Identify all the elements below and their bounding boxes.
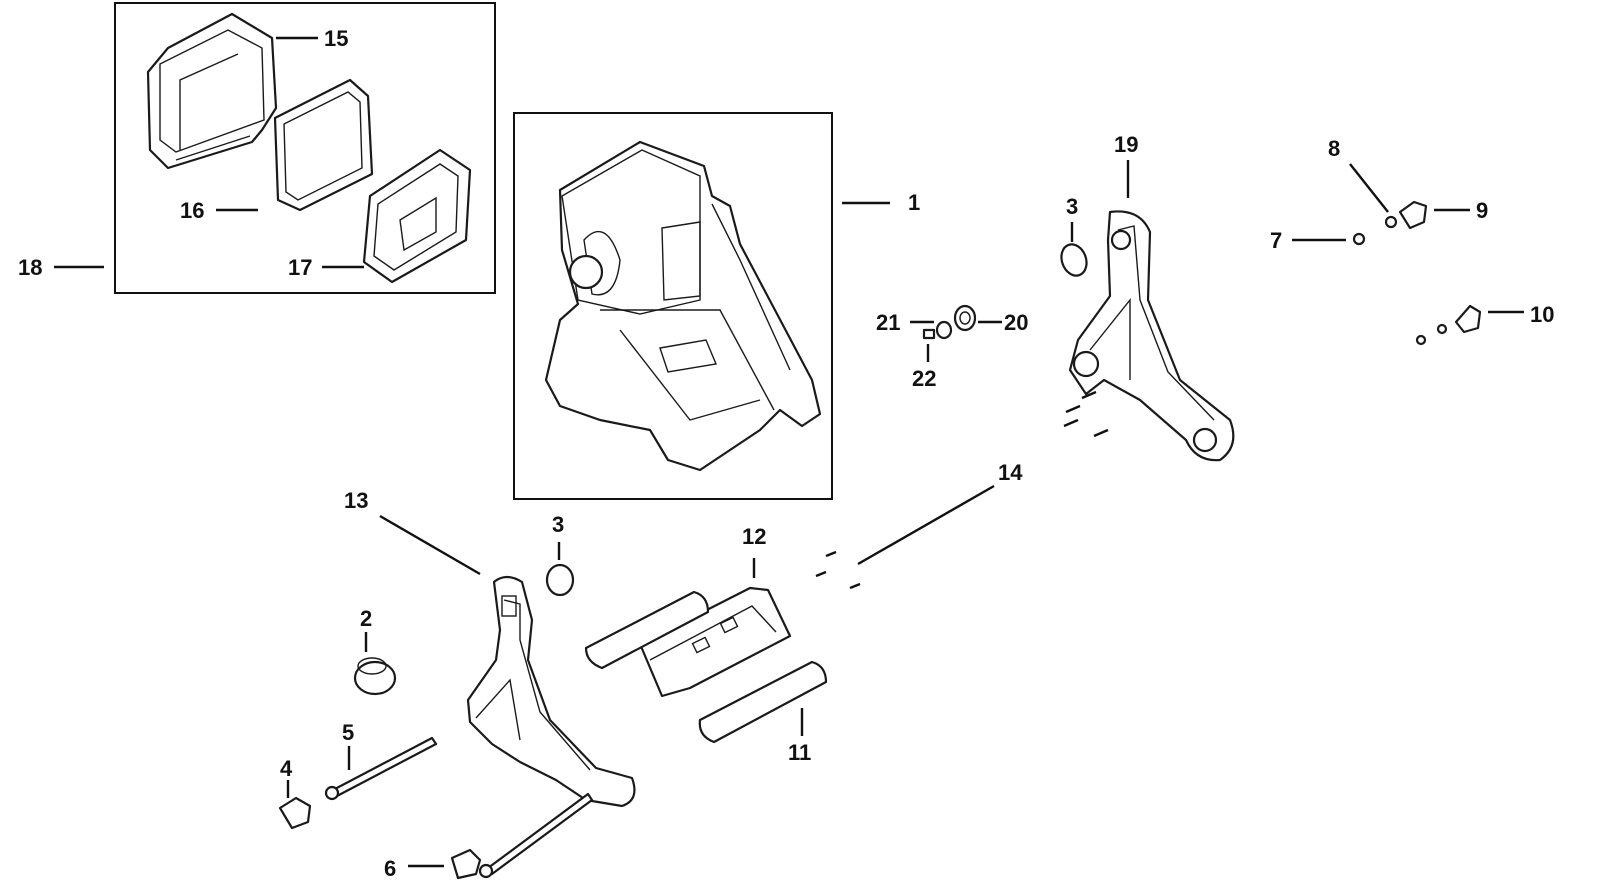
part-1-work-light-assembly — [544, 140, 822, 472]
part-9-clip — [1398, 200, 1428, 230]
callout-16: 16 — [180, 198, 204, 223]
part-2-knob — [353, 657, 397, 696]
part-7-washer — [1352, 232, 1366, 246]
callout-1: 1 — [908, 190, 920, 215]
part-14-screws-upper — [1063, 390, 1109, 438]
part-17-lens — [362, 148, 472, 284]
part-5-bolt — [324, 736, 438, 801]
part-16-gasket-frame — [273, 78, 374, 212]
part-22-screw — [922, 328, 936, 340]
callout-14: 14 — [998, 460, 1023, 485]
part-13-left-frame — [466, 575, 636, 808]
part-19-right-frame — [1068, 210, 1235, 462]
part-4-cap — [278, 796, 312, 830]
part-3-o-ring-upper — [1060, 243, 1088, 277]
part-20-washer — [953, 304, 977, 332]
part-21-washer — [935, 320, 953, 340]
callout-3-lower: 3 — [552, 512, 564, 537]
callout-9: 9 — [1476, 198, 1488, 223]
callout-6: 6 — [384, 856, 396, 881]
callout-12: 12 — [742, 524, 766, 549]
callout-2: 2 — [360, 606, 372, 631]
callout-4: 4 — [280, 756, 293, 781]
callout-3-upper: 3 — [1066, 194, 1078, 219]
callout-11: 11 — [788, 740, 811, 765]
callout-19: 19 — [1114, 132, 1138, 157]
part-11-tube-lower — [698, 660, 828, 744]
part-6-cap — [450, 848, 482, 880]
part-12-center-bracket — [638, 586, 792, 698]
callout-10: 10 — [1530, 302, 1554, 327]
callout-13: 13 — [344, 488, 368, 513]
part-15-housing-frame — [146, 12, 278, 170]
callout-22: 22 — [912, 366, 936, 391]
bolt-lower — [478, 792, 594, 879]
part-14-screws-lower — [815, 550, 861, 590]
callout-15: 15 — [324, 26, 348, 51]
assembly-box-1 — [513, 112, 833, 500]
callout-18: 18 — [18, 255, 42, 280]
part-3-o-ring-lower — [545, 563, 575, 597]
callout-21: 21 — [876, 310, 900, 335]
kit-box-18 — [114, 2, 496, 294]
callout-17: 17 — [288, 255, 312, 280]
part-11-tube-upper — [584, 590, 710, 670]
callout-7: 7 — [1270, 228, 1282, 253]
part-10-clip-assembly — [1415, 304, 1482, 346]
callout-20: 20 — [1004, 310, 1028, 335]
part-8-nut — [1384, 215, 1398, 229]
callout-5: 5 — [342, 720, 354, 745]
callout-8: 8 — [1328, 136, 1340, 161]
